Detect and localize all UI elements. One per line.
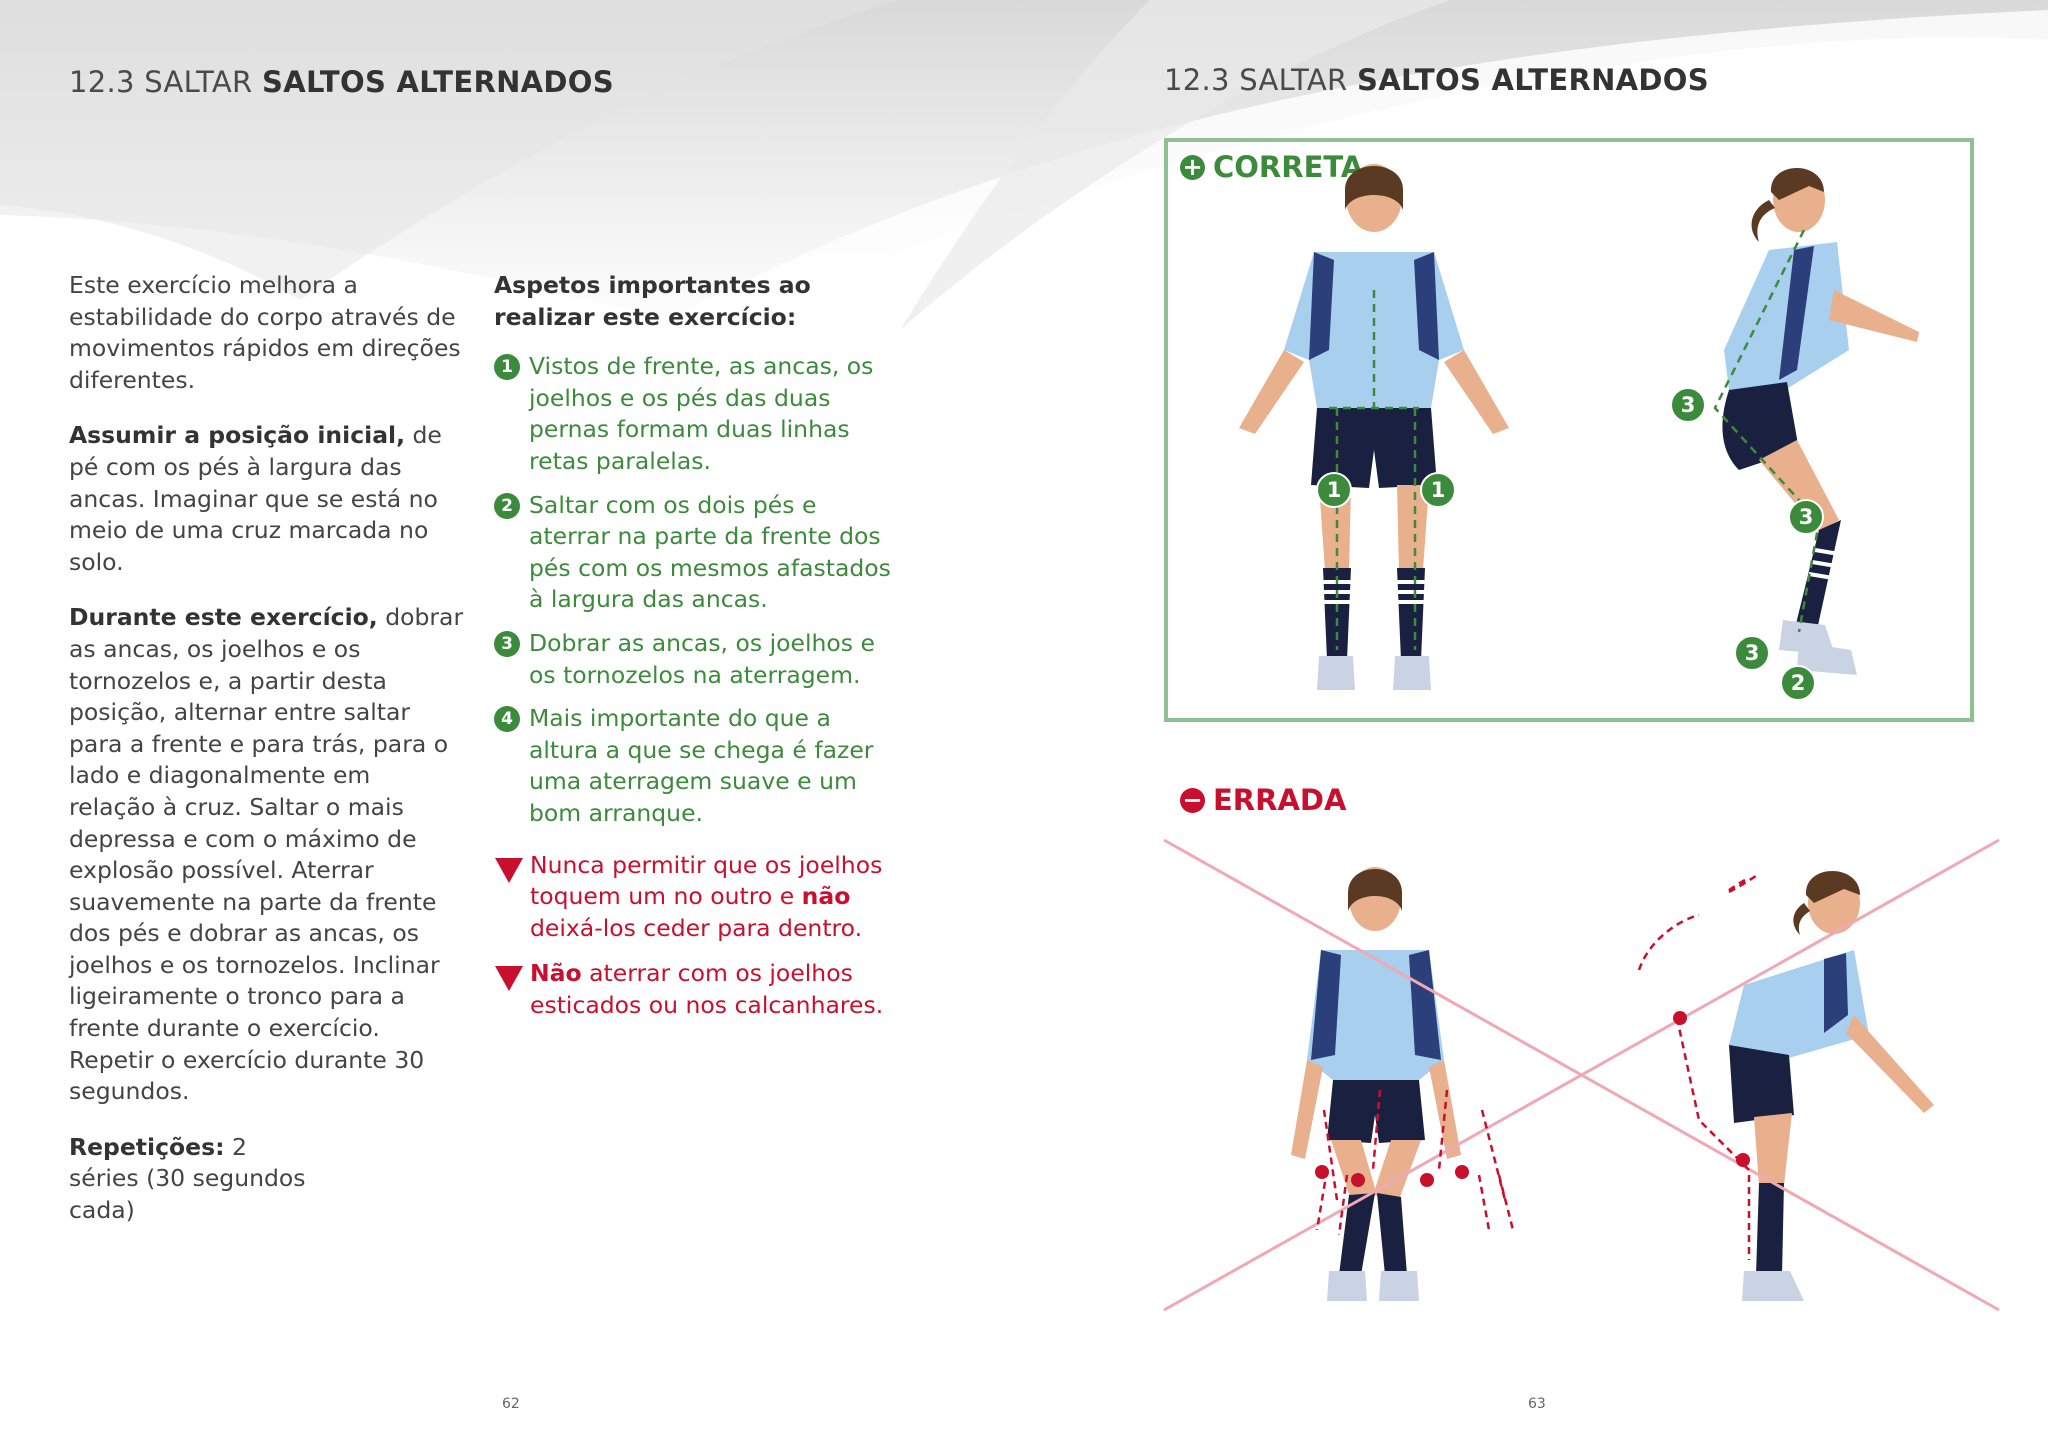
important-aspects: Aspetos importantes ao realizar este exe… — [494, 270, 894, 1035]
warning-emphasis: Não — [530, 959, 582, 988]
during-exercise-paragraph: Durante este exercício, dobrar as ancas,… — [69, 602, 464, 1108]
marker-1-badge: 1 — [1316, 472, 1352, 508]
heading-section: 12.3 SALTAR — [69, 65, 263, 99]
marker-3-badge: 3 — [1788, 499, 1824, 535]
aspect-text: Mais importante do que a altura a que se… — [529, 704, 874, 827]
marker-2-badge: 2 — [1780, 665, 1816, 701]
step-number-badge: 4 — [494, 706, 520, 733]
start-position-paragraph: Assumir a posição inicial, de pé com os … — [69, 420, 464, 578]
heading-section: 12.3 SALTAR — [1164, 63, 1358, 97]
aspect-text: Vistos de frente, as ancas, os joelhos e… — [529, 352, 874, 475]
step-number-badge: 1 — [494, 354, 520, 381]
step-number-badge: 3 — [494, 630, 520, 657]
warning-triangle-icon — [495, 857, 523, 883]
start-position-text: de pé com os pés à largura das ancas. Im… — [69, 421, 442, 576]
intro-paragraph: Este exercício melhora a estabilidade do… — [69, 271, 461, 394]
marker-3-badge: 3 — [1670, 387, 1706, 423]
correct-technique-frame — [1164, 138, 1974, 722]
heading-title: SALTOS ALTERNADOS — [262, 65, 614, 99]
correct-label-text: CORRETA — [1213, 150, 1364, 184]
aspect-text: Dobrar as ancas, os joelhos e os tornoze… — [529, 628, 875, 689]
during-exercise-label: Durante este exercício, — [69, 603, 378, 632]
athlete-front-correct-image — [1239, 164, 1509, 690]
left-page: 12.3 SALTAR SALTOS ALTERNADOS Este exerc… — [69, 65, 894, 1412]
page-number: 63 — [1528, 1396, 1546, 1412]
warning-text: deixá-los ceder para dentro. — [530, 913, 863, 942]
wrong-label: − ERRADA — [1180, 783, 1346, 817]
correct-label: + CORRETA — [1180, 150, 1363, 184]
warning-item: Nunca permitir que os joelhos toquem um … — [494, 850, 894, 945]
warning-triangle-icon — [495, 966, 523, 992]
repetitions-paragraph: Repetições: 2 séries (30 segundos cada) — [69, 1132, 319, 1227]
aspects-title: Aspetos importantes ao realizar este exe… — [494, 271, 811, 331]
exercise-description: Este exercício melhora a estabilidade do… — [69, 270, 464, 1251]
repetitions-label: Repetições: — [69, 1132, 225, 1161]
warning-text: aterrar com os joelhos esticados ou nos … — [530, 959, 884, 1019]
right-page-heading: 12.3 SALTAR SALTOS ALTERNADOS — [1164, 63, 1709, 97]
during-exercise-text: dobrar as ancas, os joelhos e os tornoze… — [69, 603, 464, 1106]
warning-emphasis: não — [801, 882, 851, 911]
aspect-item: 4 Mais importante do que a altura a que … — [494, 703, 894, 829]
heading-title: SALTOS ALTERNADOS — [1357, 63, 1709, 97]
marker-3-badge: 3 — [1734, 635, 1770, 671]
left-page-heading: 12.3 SALTAR SALTOS ALTERNADOS — [69, 65, 614, 99]
minus-circle-icon: − — [1180, 787, 1205, 813]
wrong-label-text: ERRADA — [1213, 783, 1347, 817]
marker-1-badge: 1 — [1420, 472, 1456, 508]
athlete-side-wrong-image — [1729, 871, 1934, 1301]
plus-circle-icon: + — [1180, 154, 1205, 180]
warning-item: Não aterrar com os joelhos esticados ou … — [494, 958, 894, 1021]
aspect-text: Saltar com os dois pés e aterrar na part… — [529, 490, 891, 614]
aspect-item: 1 Vistos de frente, as ancas, os joelhos… — [494, 351, 894, 477]
aspect-item: 2 Saltar com os dois pés e aterrar na pa… — [494, 490, 894, 616]
start-position-label: Assumir a posição inicial, — [69, 421, 406, 450]
repetitions-text: 2 séries (30 segundos cada) — [69, 1132, 306, 1225]
athlete-side-correct-image — [1713, 168, 1919, 675]
right-page: 12.3 SALTAR SALTOS ALTERNADOS + CORRETA — [1024, 0, 2048, 1453]
page-number: 62 — [502, 1396, 520, 1412]
step-number-badge: 2 — [494, 492, 520, 519]
warning-text: Nunca permitir que os joelhos toquem um … — [530, 850, 883, 911]
aspect-item: 3 Dobrar as ancas, os joelhos e os torno… — [494, 628, 894, 691]
wrong-cross-overlay — [1163, 838, 2000, 1312]
